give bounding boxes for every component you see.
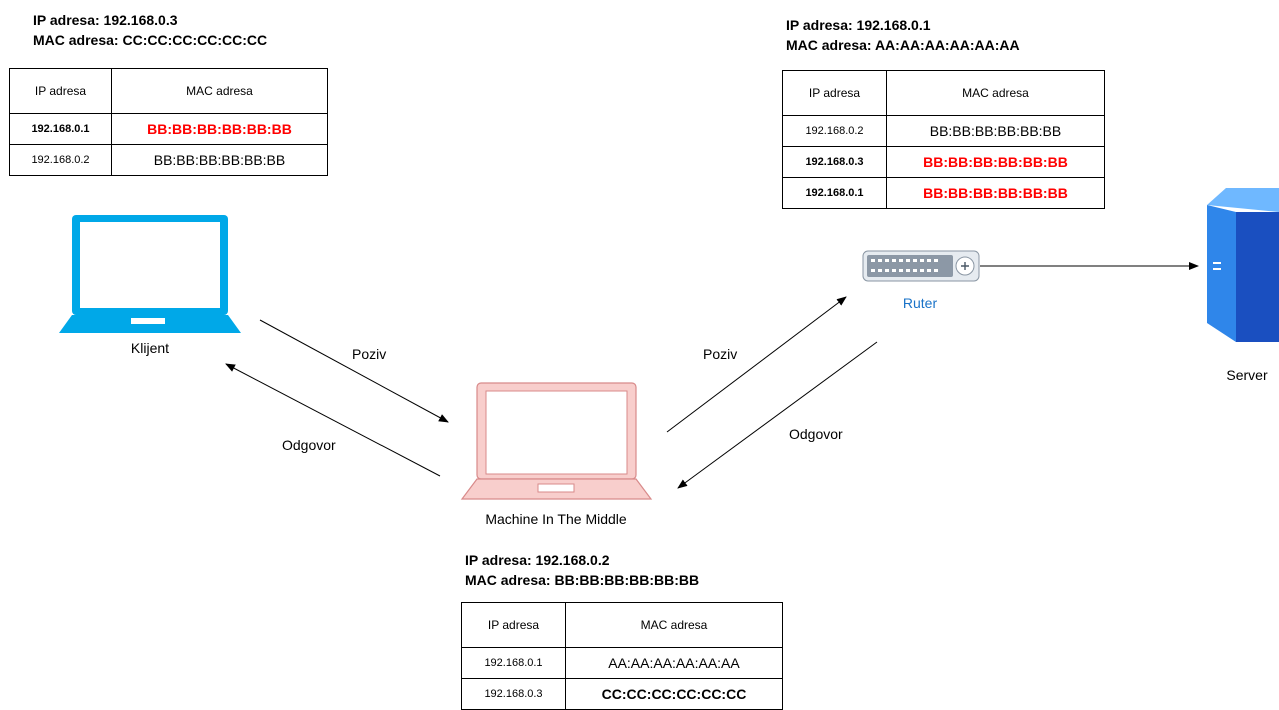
mac-column-header: MAC adresa [111,68,328,114]
table-row: 192.168.0.1 AA:AA:AA:AA:AA:AA [461,647,783,679]
table-header-row: IP adresa MAC adresa [782,70,1105,116]
mitm-label: Machine In The Middle [485,511,627,527]
table-row: 192.168.0.2 BB:BB:BB:BB:BB:BB [9,144,328,176]
ip-cell: 192.168.0.1 [782,177,887,209]
ip-cell: 192.168.0.3 [782,146,887,178]
table-header-row: IP adresa MAC adresa [9,68,328,114]
mitm-arp-table: IP adresa MAC adresa 192.168.0.1 AA:AA:A… [461,602,783,710]
ip-column-header: IP adresa [782,70,887,116]
table-row: 192.168.0.3 BB:BB:BB:BB:BB:BB [782,146,1105,178]
mac-cell: BB:BB:BB:BB:BB:BB [886,115,1105,147]
router-arp-table: IP adresa MAC adresa 192.168.0.2 BB:BB:B… [782,70,1105,209]
edge-mitm-to-router [666,296,847,433]
router-mac-line: MAC adresa: AA:AA:AA:AA:AA:AA [786,37,1020,53]
edge-label-request-right: Poziv [703,346,738,362]
table-row: 192.168.0.2 BB:BB:BB:BB:BB:BB [782,115,1105,147]
edge-client-to-mitm [259,319,449,423]
ip-cell: 192.168.0.2 [782,115,887,147]
mac-cell: BB:BB:BB:BB:BB:BB [886,177,1105,209]
ip-column-header: IP adresa [461,602,566,648]
client-info: IP adresa: 192.168.0.3 MAC adresa: CC:CC… [33,10,267,50]
server-icon [1207,188,1279,342]
client-mac-line: MAC adresa: CC:CC:CC:CC:CC:CC [33,32,268,48]
mac-column-header: MAC adresa [565,602,783,648]
mitm-laptop-icon [460,382,653,500]
edge-label-request-left: Poziv [352,346,387,362]
mac-cell: CC:CC:CC:CC:CC:CC [565,678,783,710]
table-header-row: IP adresa MAC adresa [461,602,783,648]
mac-cell: BB:BB:BB:BB:BB:BB [111,144,328,176]
mitm-mac-line: MAC adresa: BB:BB:BB:BB:BB:BB [465,572,700,588]
router-icon [862,250,980,282]
edge-label-response-right: Odgovor [789,426,843,442]
ip-cell: 192.168.0.2 [9,144,112,176]
edge-mitm-to-client [225,363,441,477]
table-row: 192.168.0.1 BB:BB:BB:BB:BB:BB [782,177,1105,209]
ip-cell: 192.168.0.1 [9,113,112,145]
ip-cell: 192.168.0.1 [461,647,566,679]
router-label: Ruter [902,295,938,311]
table-row: 192.168.0.1 BB:BB:BB:BB:BB:BB [9,113,328,145]
client-laptop-icon [59,215,241,333]
mac-cell: BB:BB:BB:BB:BB:BB [886,146,1105,178]
client-ip-line: IP adresa: 192.168.0.3 [33,12,178,28]
mac-column-header: MAC adresa [886,70,1105,116]
client-label: Klijent [130,340,170,356]
ip-column-header: IP adresa [9,68,112,114]
table-row: 192.168.0.3 CC:CC:CC:CC:CC:CC [461,678,783,710]
mitm-ip-line: IP adresa: 192.168.0.2 [465,552,610,568]
mac-cell: BB:BB:BB:BB:BB:BB [111,113,328,145]
router-ip-line: IP adresa: 192.168.0.1 [786,17,931,33]
ip-cell: 192.168.0.3 [461,678,566,710]
router-info: IP adresa: 192.168.0.1 MAC adresa: AA:AA… [786,15,1020,55]
edge-router-to-mitm [677,341,878,489]
client-arp-table: IP adresa MAC adresa 192.168.0.1 BB:BB:B… [9,68,328,176]
server-label: Server [1226,367,1268,383]
mac-cell: AA:AA:AA:AA:AA:AA [565,647,783,679]
edge-label-response-left: Odgovor [282,437,336,453]
mitm-info: IP adresa: 192.168.0.2 MAC adresa: BB:BB… [465,550,699,590]
